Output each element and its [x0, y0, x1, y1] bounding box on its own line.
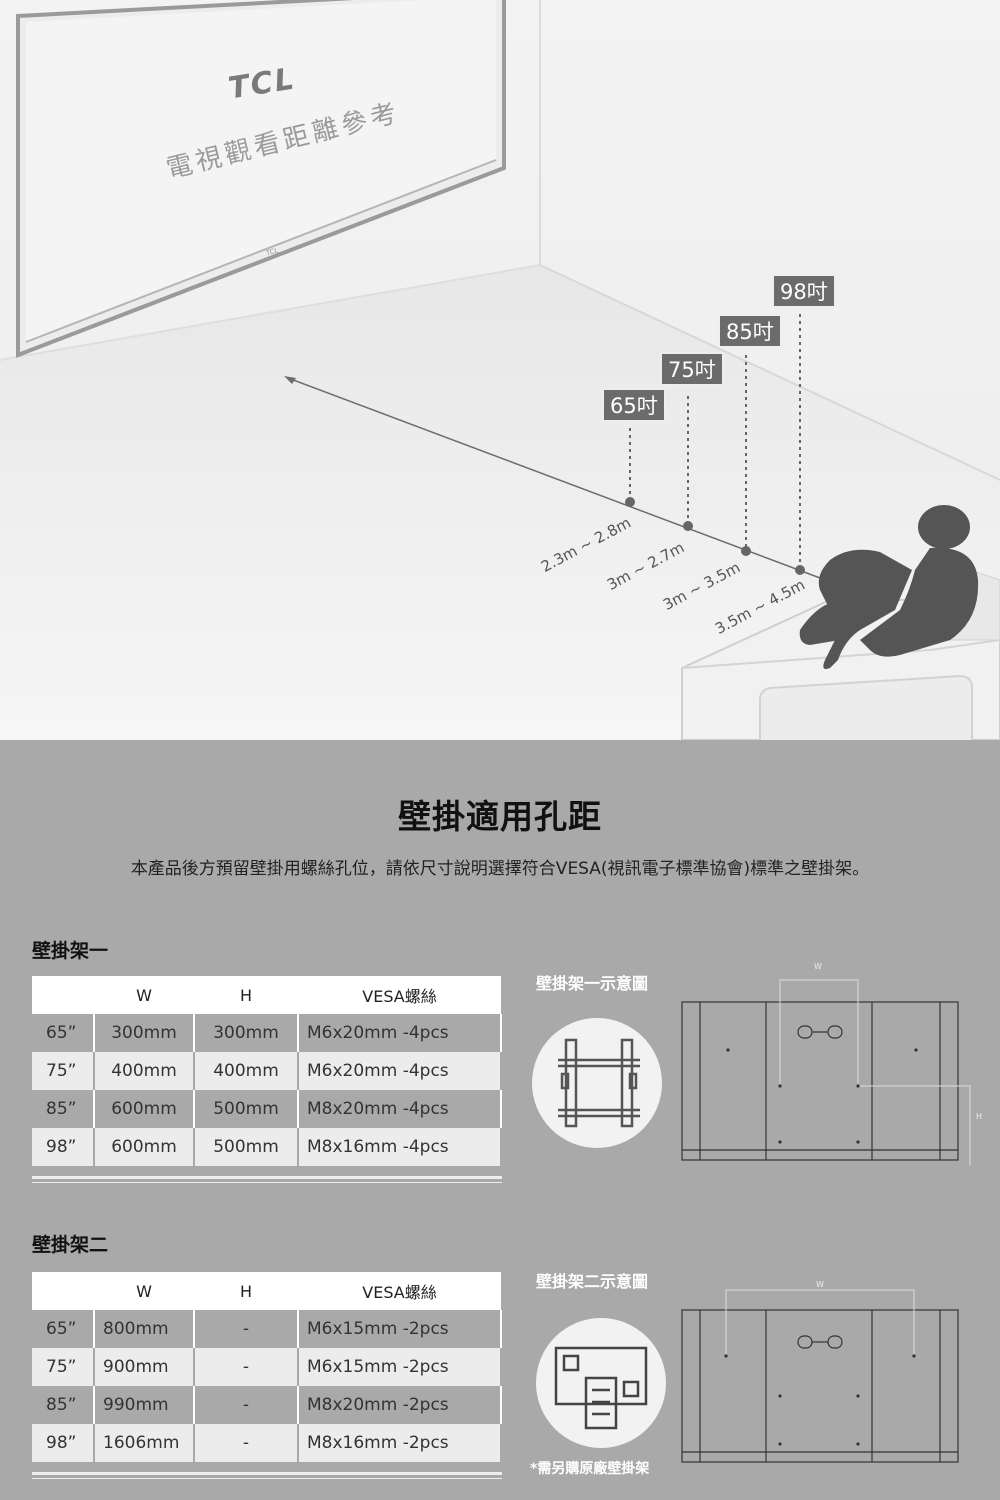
bracket1-back-diagram [681, 979, 971, 1166]
cell-size: 65” [32, 1014, 95, 1052]
cell-size: 85” [32, 1386, 95, 1424]
cell-size: 65” [32, 1310, 95, 1348]
bracket2-icon [554, 1346, 648, 1430]
cell-size: 75” [32, 1348, 95, 1386]
table-divider [32, 1478, 502, 1479]
header-size [32, 1272, 94, 1310]
bracket2-image [536, 1318, 666, 1448]
wall-mount-spec-section: 壁掛適用孔距 本產品後方預留壁掛用螺絲孔位，請依尺寸說明選擇符合VESA(視訊電… [0, 740, 1000, 1500]
header-w: W [94, 976, 194, 1014]
table-header-row: W H VESA螺絲 [32, 1272, 501, 1310]
cell-vesa: M6x15mm -2pcs [298, 1348, 502, 1386]
bracket1-table: W H VESA螺絲 65” 300mm 300mm M6x20mm -4pcs… [32, 976, 502, 1166]
table-row: 98” 600mm 500mm M8x16mm -4pcs [32, 1128, 502, 1166]
cell-w: 600mm [94, 1128, 195, 1166]
cell-h: - [194, 1310, 299, 1348]
bracket1-diagram-label: 壁掛架一示意圖 [536, 974, 649, 993]
table-divider [32, 1472, 502, 1475]
cell-h: - [194, 1386, 299, 1424]
bracket2-table: W H VESA螺絲 65” 800mm - M6x15mm -2pcs 75”… [32, 1272, 502, 1462]
cell-vesa: M6x15mm -2pcs [298, 1310, 502, 1348]
cell-w: 990mm [94, 1386, 195, 1424]
cell-vesa: M8x20mm -2pcs [298, 1386, 502, 1424]
cell-size: 75” [32, 1052, 95, 1090]
cell-w: 800mm [94, 1310, 195, 1348]
table-row: 85” 600mm 500mm M8x20mm -4pcs [32, 1090, 502, 1128]
bracket2-back-diagram [681, 1289, 959, 1463]
header-h: H [194, 976, 298, 1014]
header-size [32, 976, 94, 1014]
table-header-row: W H VESA螺絲 [32, 976, 501, 1014]
dimension-w-label: W [814, 962, 822, 971]
size-tag-98: 98吋 [772, 274, 836, 308]
cell-size: 98” [32, 1128, 95, 1166]
dimension-w-label: W [816, 1280, 824, 1289]
table-row: 65” 300mm 300mm M6x20mm -4pcs [32, 1014, 502, 1052]
table-row: 75” 400mm 400mm M6x20mm -4pcs [32, 1052, 502, 1090]
cell-vesa: M8x16mm -4pcs [298, 1128, 502, 1166]
cell-vesa: M8x20mm -4pcs [298, 1090, 502, 1128]
table-row: 85” 990mm - M8x20mm -2pcs [32, 1386, 502, 1424]
cell-w: 300mm [94, 1014, 195, 1052]
table-divider [32, 1182, 502, 1183]
cell-size: 85” [32, 1090, 95, 1128]
header-w: W [94, 1272, 194, 1310]
cell-vesa: M6x20mm -4pcs [298, 1014, 502, 1052]
bracket2-diagram-label: 壁掛架二示意圖 [536, 1272, 649, 1291]
cell-w: 1606mm [94, 1424, 195, 1462]
bracket2-label: 壁掛架二 [32, 1234, 109, 1256]
viewing-distance-illustration: TCL 電視觀看距離參考 TCL 65吋 75吋 85吋 98吋 2.3m ~ … [0, 0, 1000, 740]
bracket1-icon [558, 1038, 640, 1128]
distance-marker-85 [741, 546, 751, 556]
cell-vesa: M8x16mm -2pcs [298, 1424, 502, 1462]
size-tag-65: 65吋 [602, 388, 666, 422]
cell-h: 500mm [194, 1128, 299, 1166]
dimension-h-label: H [976, 1112, 983, 1121]
cell-w: 600mm [94, 1090, 195, 1128]
cell-h: 300mm [194, 1014, 299, 1052]
distance-marker-65 [625, 497, 635, 507]
room-scene [0, 0, 1000, 740]
size-tag-75: 75吋 [660, 352, 724, 386]
distance-marker-98 [795, 565, 805, 575]
cell-h: 500mm [194, 1090, 299, 1128]
bracket1-label: 壁掛架一 [32, 940, 109, 962]
cell-h: 400mm [194, 1052, 299, 1090]
section-title: 壁掛適用孔距 [398, 797, 602, 836]
table-divider [32, 1176, 502, 1179]
purchase-note: *需另購原廠壁掛架 [530, 1461, 650, 1477]
tv-frame [16, 0, 506, 358]
section-description: 本產品後方預留壁掛用螺絲孔位，請依尺寸說明選擇符合VESA(視訊電子標準協會)標… [130, 859, 870, 879]
header-h: H [194, 1272, 298, 1310]
table-row: 65” 800mm - M6x15mm -2pcs [32, 1310, 502, 1348]
bracket1-image [532, 1018, 662, 1148]
size-tag-85: 85吋 [718, 314, 782, 348]
person-silhouette [799, 505, 979, 669]
cell-h: - [194, 1424, 299, 1462]
distance-marker-75 [683, 521, 693, 531]
header-vesa: VESA螺絲 [298, 976, 501, 1014]
cell-w: 400mm [94, 1052, 195, 1090]
table-row: 98” 1606mm - M8x16mm -2pcs [32, 1424, 502, 1462]
cell-vesa: M6x20mm -4pcs [298, 1052, 502, 1090]
cell-size: 98” [32, 1424, 95, 1462]
table-row: 75” 900mm - M6x15mm -2pcs [32, 1348, 502, 1386]
cell-w: 900mm [94, 1348, 195, 1386]
header-vesa: VESA螺絲 [298, 1272, 501, 1310]
cell-h: - [194, 1348, 299, 1386]
